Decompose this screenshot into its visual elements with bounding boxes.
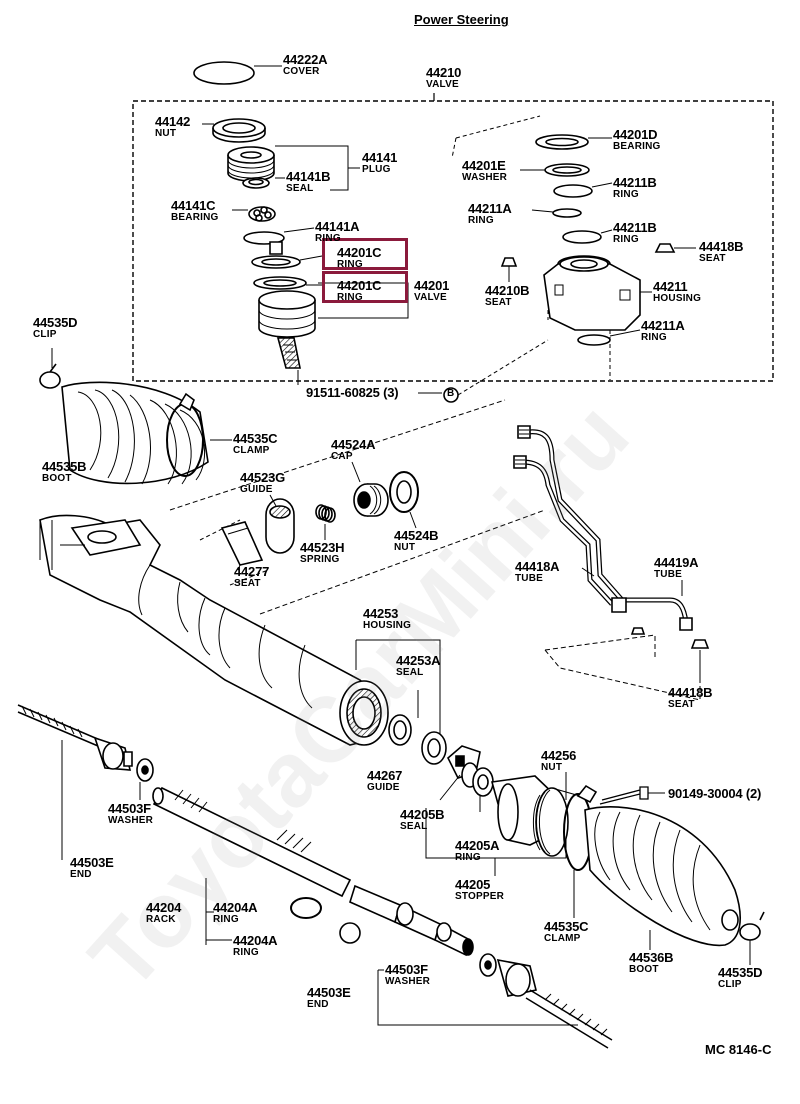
clip-44535D-left (39, 363, 61, 389)
nut-44256 (532, 787, 581, 857)
guide-44267 (421, 731, 481, 779)
seal-44253A (388, 714, 412, 746)
ring-44211B-upper (553, 184, 593, 198)
washer-44201E (544, 163, 590, 177)
spring-44523H (315, 504, 336, 523)
ring-44211B-lower (562, 230, 602, 244)
ring-44204A-lower (339, 922, 361, 944)
bearing-44201D (535, 134, 589, 150)
valve-44201 (251, 241, 316, 369)
diagram-code: MC 8146-C (705, 1042, 772, 1057)
page-title: Power Steering (414, 12, 509, 27)
seat-44418B-upper (654, 243, 676, 253)
ring-44211A-lower (577, 334, 611, 346)
tube-44419A (611, 597, 693, 631)
plug-44141 (227, 146, 275, 182)
boot-44536B-right (584, 806, 741, 947)
highlight-box-44201C-lower (322, 271, 408, 303)
seat-44277 (220, 521, 264, 566)
ring-44204A-upper (290, 897, 322, 919)
tie-rod-end-44503E-right (496, 958, 613, 1049)
cap-44524A (353, 483, 389, 517)
seat-44210B (500, 257, 518, 267)
tube-44418A (513, 425, 624, 606)
bolt-90149 (599, 786, 649, 805)
callout-mark-b: B (447, 388, 455, 399)
highlight-box-44201C-upper (322, 238, 408, 270)
part-label-91511[interactable]: 91511-60825 (3) (306, 385, 399, 400)
gear-housing (39, 514, 389, 746)
valve-group-box (132, 100, 774, 382)
part-label-90149[interactable]: 90149-30004 (2) (668, 786, 762, 801)
ring-44205A (472, 767, 494, 797)
clip-44535D-right (739, 911, 765, 941)
tie-rod-end-44503E-left (17, 704, 133, 771)
nut-44524B (389, 471, 419, 513)
nut-44142 (212, 118, 266, 138)
ring-44141A (243, 231, 285, 245)
rack-44204 (152, 786, 474, 957)
ring-44211A-upper (552, 208, 582, 218)
boot-44535B-left (61, 381, 209, 485)
seat-44418B-lower (690, 639, 710, 649)
housing-44211 (543, 255, 641, 331)
cover-44222A (193, 61, 255, 85)
